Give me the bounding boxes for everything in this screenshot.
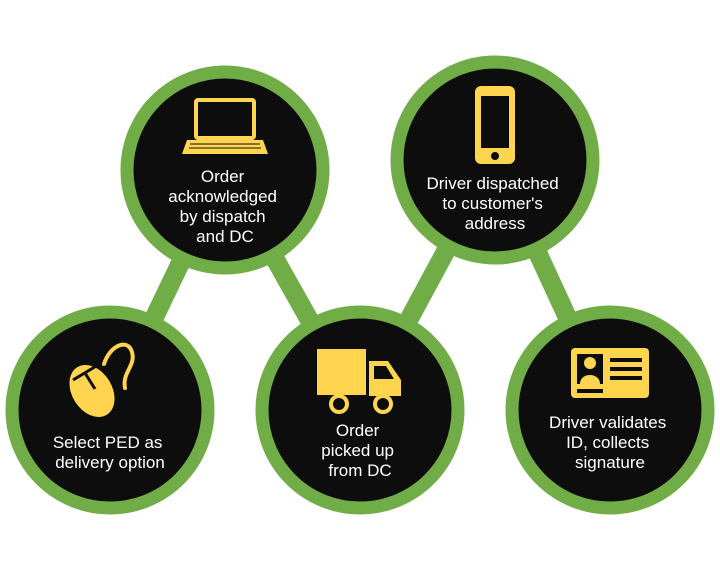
- step-label-line: Select PED as: [53, 433, 163, 452]
- computer-mouse-icon: [69, 342, 135, 418]
- step-label-line: ID, collects: [566, 433, 649, 452]
- step-circle: [120, 65, 330, 275]
- step-label-line: Driver dispatched: [426, 174, 558, 193]
- id-card-icon: [571, 348, 649, 398]
- step-label-line: acknowledged: [168, 187, 277, 206]
- delivery-truck-icon: [317, 349, 401, 414]
- step-select-ped: Select PED as delivery option: [5, 305, 215, 515]
- step-driver-dispatched: Driver dispatched to customer's address: [390, 55, 600, 265]
- step-order-acknowledged: Order acknowledged by dispatch and DC: [120, 65, 330, 275]
- step-label-line: address: [465, 214, 525, 233]
- step-circle: [255, 305, 465, 515]
- step-label-line: picked up: [321, 441, 394, 460]
- step-label-line: and DC: [196, 227, 254, 246]
- svg-text:Order acknowledged: Order acknowledged by dispatch and DC: [168, 167, 281, 246]
- step-label-line: from DC: [328, 461, 391, 480]
- step-circle: [505, 305, 715, 515]
- laptop-icon: [182, 98, 268, 154]
- step-label-line: to customer's: [442, 194, 543, 213]
- svg-text:Driver dispatched to cus: Driver dispatched to customer's address: [426, 174, 563, 233]
- svg-text:Order picked up fr: Order picked up from DC: [321, 421, 399, 480]
- step-label-line: delivery option: [55, 453, 165, 472]
- step-label-line: Order: [201, 167, 245, 186]
- step-driver-validates: Driver validates ID, collects signature: [505, 305, 715, 515]
- svg-text:Select PED as delivery o: Select PED as delivery option: [53, 433, 167, 472]
- step-label-line: Order: [336, 421, 380, 440]
- step-label-line: Driver validates: [549, 413, 666, 432]
- step-order-picked-up: Order picked up from DC: [255, 305, 465, 515]
- step-label-line: signature: [575, 453, 645, 472]
- smartphone-icon: [475, 86, 515, 164]
- svg-text:Driver validates ID, col: Driver validates ID, collects signature: [549, 413, 671, 472]
- step-label-line: by dispatch: [180, 207, 266, 226]
